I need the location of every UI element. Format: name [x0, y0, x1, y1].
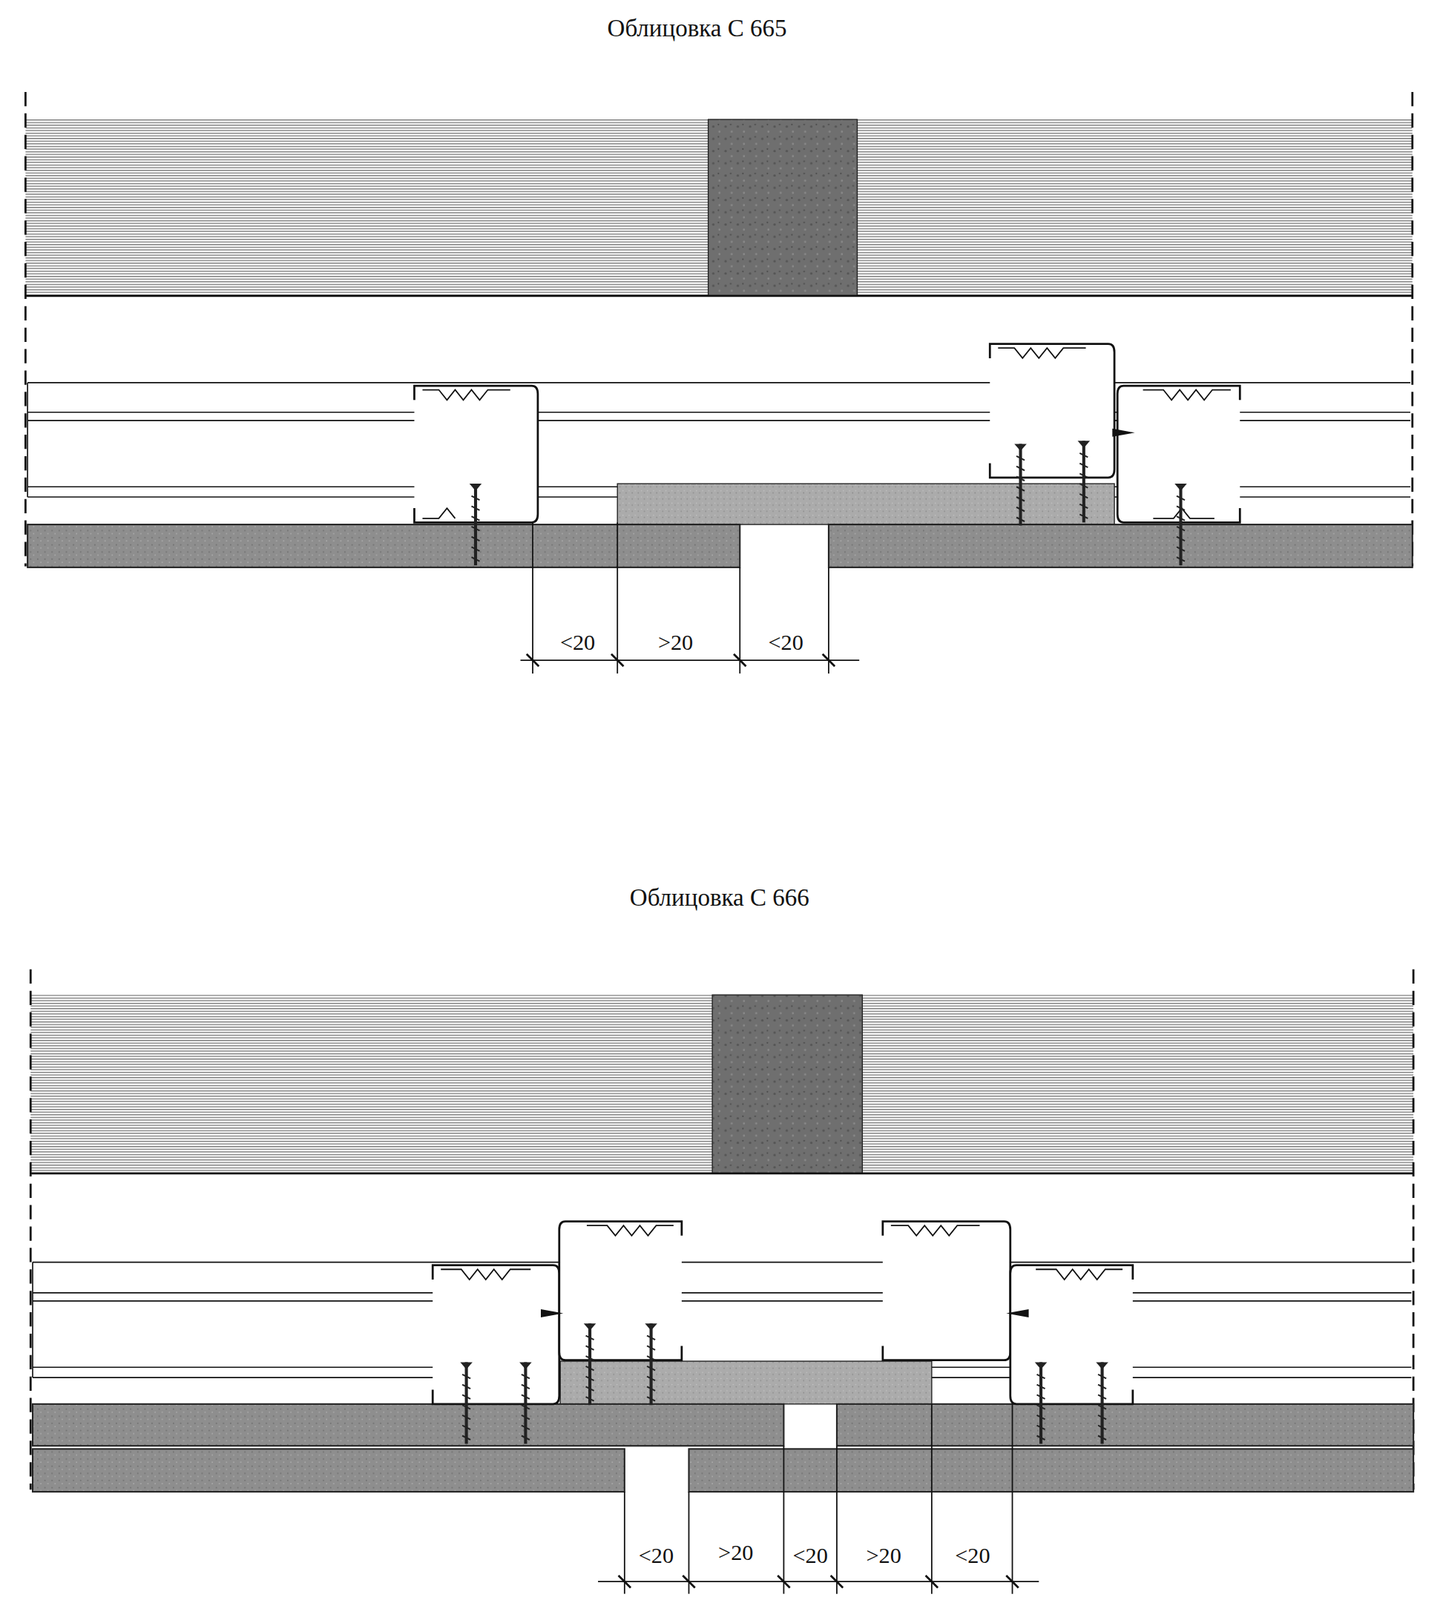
dimension-value: <20	[793, 1543, 828, 1569]
dimension-value: <20	[954, 1543, 990, 1569]
dimension-value: <20	[638, 1543, 674, 1569]
lower-section	[30, 969, 1414, 1595]
dimension-value: >20	[658, 630, 693, 656]
drawing-title: Облицовка С 665	[607, 14, 788, 42]
drawing-title: Облицовка С 666	[629, 884, 810, 912]
dimension-value: <20	[560, 630, 596, 656]
upper-section	[25, 91, 1412, 674]
dimension-value: >20	[718, 1540, 754, 1566]
dimension-value: >20	[866, 1543, 902, 1569]
dimension-value: <20	[768, 630, 804, 656]
